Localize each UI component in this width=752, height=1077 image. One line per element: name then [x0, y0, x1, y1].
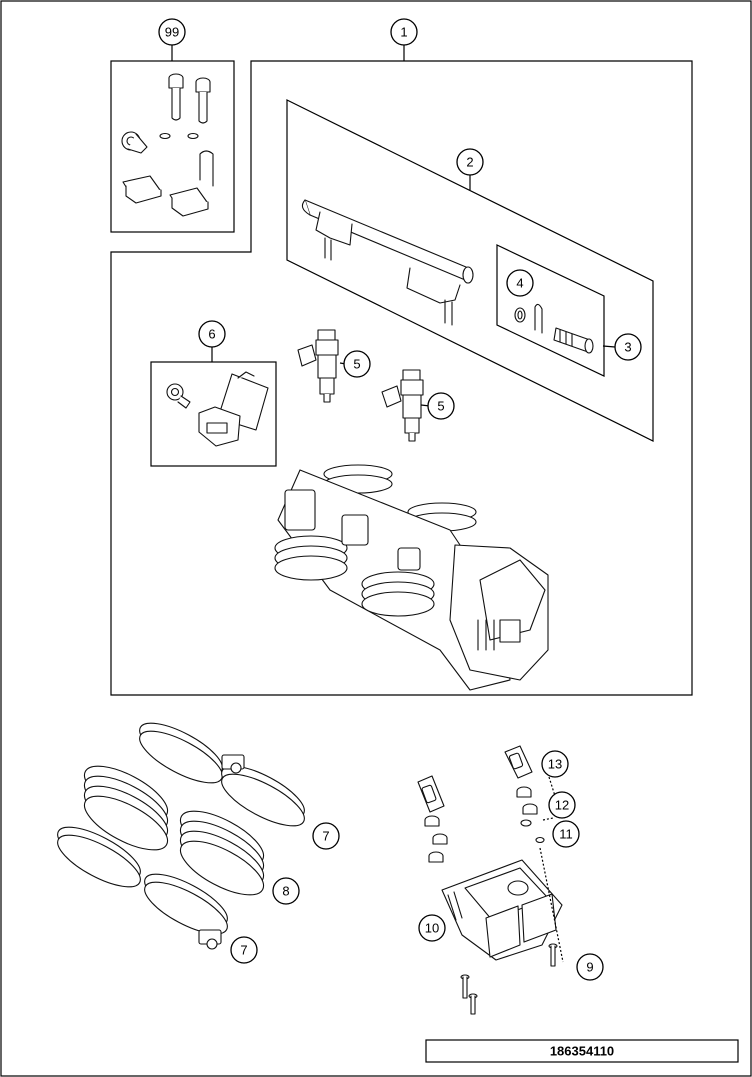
drawing-number-box: 186354110	[425, 1039, 739, 1063]
fuel-connector	[553, 327, 594, 354]
screw-parts	[121, 73, 214, 217]
hose-clamp-upper	[139, 722, 305, 827]
callout-3: 3	[614, 333, 642, 361]
injector-lower	[381, 369, 424, 442]
callout-5-lower: 5	[427, 392, 455, 420]
fuel-rail-parts-box	[496, 244, 605, 377]
callout-4: 4	[506, 269, 534, 297]
svg-text:6: 6	[208, 327, 215, 342]
callout-leaders	[339, 345, 616, 407]
ecu-bolts	[460, 943, 558, 1015]
svg-text:11: 11	[559, 827, 573, 842]
svg-text:5: 5	[353, 357, 360, 372]
callout-7-upper: 7	[312, 822, 340, 850]
fuel-rail	[301, 199, 474, 326]
callout-2: 2	[456, 148, 484, 176]
callout-99: 99	[158, 18, 186, 46]
callout-1: 1	[390, 18, 418, 46]
svg-text:10: 10	[425, 921, 439, 936]
callout-5-upper: 5	[343, 350, 371, 378]
pressure-sensor	[166, 371, 269, 447]
ecu-grommets	[417, 745, 545, 863]
kit-99-box	[110, 44, 235, 233]
throttle-body-assembly-box	[110, 44, 693, 696]
intake-boots	[83, 765, 265, 896]
svg-text:8: 8	[282, 884, 289, 899]
svg-text:13: 13	[548, 757, 562, 772]
injector-upper	[297, 329, 339, 403]
svg-text:7: 7	[240, 943, 247, 958]
o-ring-and-clip	[514, 303, 543, 334]
callout-9: 9	[576, 953, 604, 981]
hose-clamp-lower	[57, 826, 228, 950]
callout-11: 11	[552, 820, 580, 848]
svg-text:7: 7	[322, 829, 329, 844]
ecu-unit	[441, 859, 563, 961]
svg-text:4: 4	[516, 276, 523, 291]
svg-text:1: 1	[400, 25, 407, 40]
throttle-body	[274, 464, 549, 691]
callout-8: 8	[272, 877, 300, 905]
svg-text:9: 9	[586, 960, 593, 975]
callout-7-lower: 7	[230, 936, 258, 964]
drawing-number: 186354110	[550, 1044, 614, 1059]
svg-text:2: 2	[466, 155, 473, 170]
callout-12: 12	[548, 791, 576, 819]
sensor-box	[150, 346, 277, 467]
svg-text:3: 3	[624, 340, 631, 355]
callout-6: 6	[198, 320, 226, 348]
svg-text:5: 5	[437, 399, 444, 414]
ecu-leader-lines	[539, 776, 564, 963]
callout-13: 13	[541, 750, 569, 778]
callout-10: 10	[418, 914, 446, 942]
fuel-rail-box	[286, 99, 654, 442]
svg-text:99: 99	[165, 25, 179, 40]
svg-text:12: 12	[555, 798, 569, 813]
